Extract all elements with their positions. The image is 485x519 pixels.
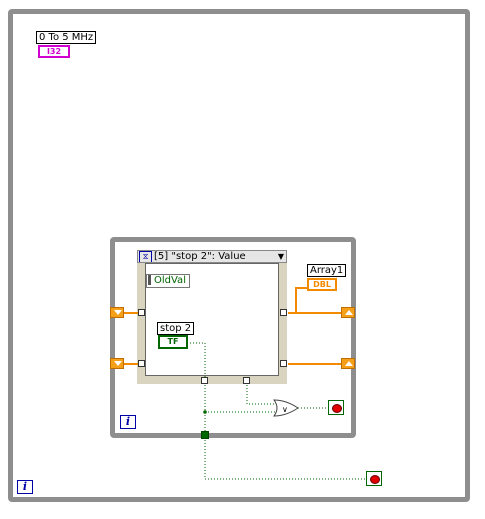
- boolean-wires: [190, 342, 366, 480]
- array-indicator-terminal[interactable]: DBL: [307, 278, 337, 291]
- event-tunnel-left-1: [138, 309, 145, 316]
- inner-iteration-terminal: i: [120, 415, 136, 429]
- event-case-label: [5] "stop 2": Value: [154, 251, 246, 262]
- oldval-label: OldVal: [154, 275, 186, 286]
- freq-control-terminal[interactable]: I32: [38, 45, 70, 58]
- outer-while-loop[interactable]: [8, 9, 470, 502]
- loop-tunnel-bottom: [201, 431, 209, 439]
- hourglass-icon: ⧖: [139, 251, 152, 262]
- shift-register-left-1[interactable]: [110, 307, 124, 318]
- freq-type-text: I32: [46, 47, 62, 56]
- oldval-data-node[interactable]: OldVal: [146, 274, 190, 288]
- stop-control-terminal[interactable]: TF: [158, 335, 188, 349]
- event-tunnel-right-2: [280, 360, 287, 367]
- event-tunnel-right-1: [280, 309, 287, 316]
- event-tunnel-bottom-2: [243, 377, 250, 384]
- stop-type-text: TF: [167, 337, 179, 346]
- event-tunnel-left-2: [138, 360, 145, 367]
- svg-text:∨: ∨: [282, 405, 288, 414]
- shift-register-left-2[interactable]: [110, 358, 124, 369]
- inner-while-loop[interactable]: [110, 237, 356, 438]
- array-type-text: DBL: [313, 280, 331, 289]
- inner-loop-stop-condition[interactable]: [328, 400, 344, 415]
- or-gate-icon[interactable]: ∨: [273, 399, 299, 417]
- wire-junction: [203, 410, 207, 414]
- numeric-wires: [124, 287, 341, 365]
- stop-control-label: stop 2: [157, 322, 195, 335]
- shift-register-right-1[interactable]: [341, 307, 355, 318]
- freq-control-label: 0 To 5 MHz: [36, 31, 97, 44]
- shift-register-right-2[interactable]: [341, 358, 355, 369]
- array-indicator-label: Array1: [307, 264, 347, 277]
- triangle-down-icon[interactable]: ▼: [277, 252, 284, 261]
- node-bar-icon: [148, 275, 151, 285]
- event-case-selector[interactable]: ⧖[5] "stop 2": Value ▼: [137, 250, 287, 263]
- event-tunnel-bottom-1: [201, 377, 208, 384]
- outer-loop-stop-condition[interactable]: [366, 471, 382, 486]
- outer-iteration-terminal: i: [17, 480, 33, 494]
